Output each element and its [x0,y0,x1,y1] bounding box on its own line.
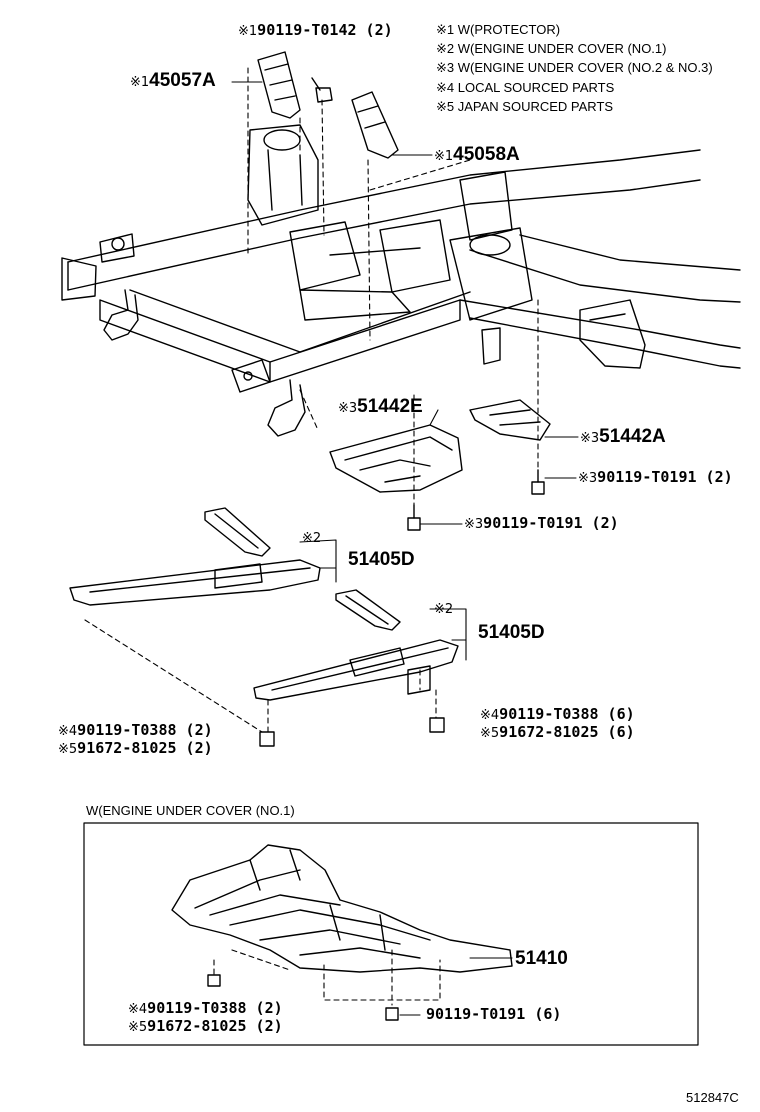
legend: ※1 W(PROTECTOR) ※2 W(ENGINE UNDER COVER … [436,20,713,116]
inset-callout-bolt-c: 90119-T0191 (6) [426,1005,562,1023]
callout-bolt-lower-left-a: ※490119-T0388 (2) [58,721,213,739]
bolt-center [407,504,421,531]
callout-bracket-lower-part: 51405D [478,622,545,643]
inset-frame [83,822,699,1046]
protector-right [351,91,399,159]
bracket-upper-small [204,507,271,557]
inset-callout-bolt-a: ※490119-T0388 (2) [128,999,283,1017]
callout-bracket-lower-mark: ※2 [434,602,454,617]
protector-left [257,51,301,119]
callout-bolt-lower-left-b: ※591672-81025 (2) [58,739,213,757]
inset-callout-bolt-b: ※591672-81025 (2) [128,1017,283,1035]
frame-assembly [61,124,741,437]
callout-cover-51442a: ※351442A [580,426,666,447]
bolt-lower-right [429,717,445,733]
illustration-id: 512847C [686,1090,739,1105]
cover-51442e [329,424,463,493]
leader-lines [231,81,579,1016]
callout-bolt-center: ※390119-T0191 (2) [464,514,619,532]
callout-bolt-right: ※390119-T0191 (2) [578,468,733,486]
legend-item-1: ※1 W(PROTECTOR) [436,22,561,37]
callout-bracket-upper-part: 51405D [348,549,415,570]
cover-51442a [469,399,551,441]
inset-bolt-right [385,1007,399,1021]
callout-bolt-top: ※190119-T0142 (2) [238,21,393,39]
inset-callout-51410: 51410 [515,948,568,969]
bolt-right [531,469,545,495]
bracket-lower-small [335,589,401,631]
legend-item-4: ※4 LOCAL SOURCED PARTS [436,79,615,95]
bracket-upper-bar [69,559,321,606]
inset-bolt-left [207,974,221,987]
bracket-lower-bar [253,639,459,701]
bolt-top [311,77,333,103]
engine-under-cover-51410 [171,844,513,973]
callout-cover-51442e: ※351442E [338,396,423,417]
callout-protector-left: ※145057A [130,70,216,91]
legend-item-5: ※5 JAPAN SOURCED PARTS [436,98,614,114]
callout-bolt-lower-right-b: ※591672-81025 (6) [480,723,635,741]
reference-lines [84,67,539,1006]
legend-item-3: ※3 W(ENGINE UNDER COVER (NO.2 & NO.3) [436,60,713,76]
inset-title: W(ENGINE UNDER COVER (NO.1) [86,803,295,818]
callout-bracket-upper-mark: ※2 [302,531,322,546]
legend-item-2: ※2 W(ENGINE UNDER COVER (NO.1) [436,41,667,57]
callout-protector-right: ※145058A [434,144,520,165]
callout-bolt-lower-right-a: ※490119-T0388 (6) [480,705,635,723]
bolt-lower-left [259,731,275,747]
